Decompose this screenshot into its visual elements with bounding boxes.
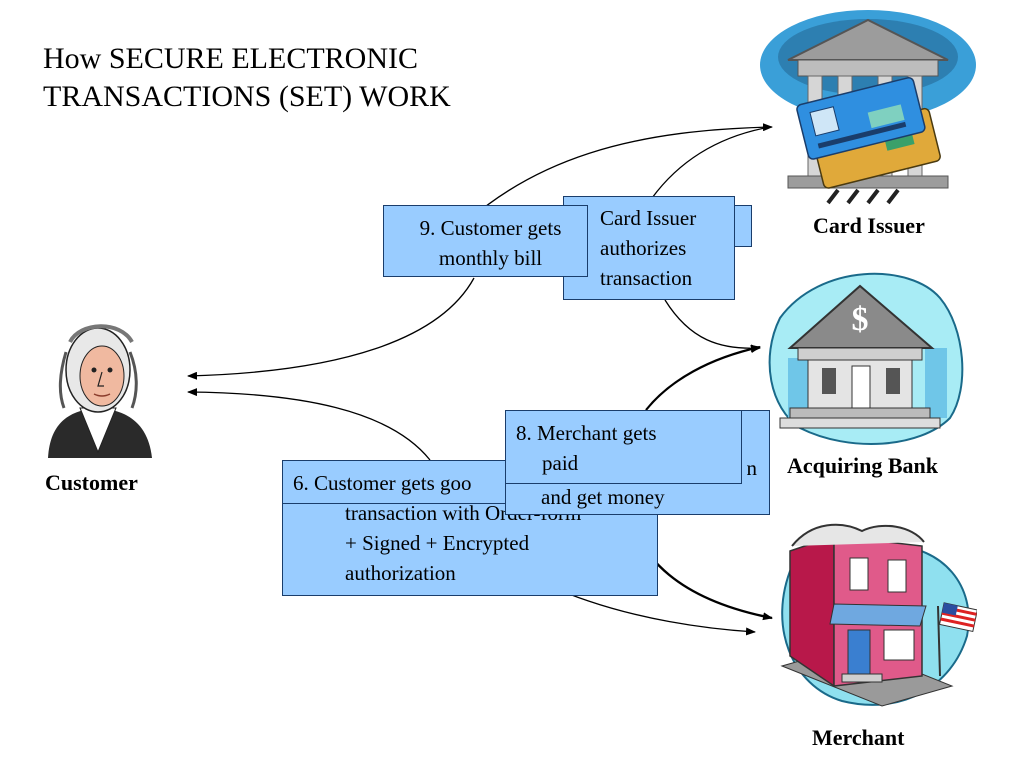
step-9-line-1: 9. Customer gets xyxy=(419,216,562,240)
arrow-merchant-to-bank xyxy=(645,345,761,411)
label-merchant: Merchant xyxy=(812,725,905,750)
step-back-fragment: n xyxy=(746,456,758,480)
step-6-box: 6. Customer gets goo transaction with Or… xyxy=(282,460,658,596)
george-washington-portrait-icon xyxy=(48,324,152,458)
storefront-with-flag-icon xyxy=(780,523,977,707)
svg-text:$: $ xyxy=(852,301,869,338)
arrow-card-issuer-to-bank xyxy=(664,299,761,353)
arrow-merchant-to-customer xyxy=(187,388,431,461)
step-6-line-4: authorization xyxy=(345,561,456,585)
label-acquiring-bank: Acquiring Bank xyxy=(787,453,938,478)
step-8-box: 8. Merchant gets paid xyxy=(505,410,742,484)
title-line-1: How SECURE ELECTRONIC xyxy=(43,42,418,75)
bank-dollar-building-icon: $ xyxy=(768,272,964,445)
label-customer: Customer xyxy=(45,470,138,495)
title-line-2: TRANSACTIONS (SET) WORK xyxy=(43,80,451,113)
step-8-line-3: and get money xyxy=(541,485,665,509)
label-card-issuer: Card Issuer xyxy=(813,213,925,238)
arrow-bank-to-card-issuer xyxy=(651,126,771,199)
step-card-issuer-line-1: Card Issuer xyxy=(600,206,697,230)
step-card-issuer-line-3: transaction xyxy=(600,266,693,290)
step-9-line-2: monthly bill xyxy=(438,246,543,270)
step-8-line-1: 8. Merchant gets xyxy=(516,421,657,445)
slide-title: How SECURE ELECTRONIC TRANSACTIONS (SET)… xyxy=(43,40,563,116)
arrow-card-issuer-to-customer xyxy=(187,277,475,380)
step-9-box: 9. Customer gets monthly bill xyxy=(383,205,588,277)
step-8-line-2: paid xyxy=(542,451,579,475)
step-6-line-3: + Signed + Encrypted xyxy=(345,531,530,555)
step-6-line-1: 6. Customer gets goo xyxy=(293,471,472,495)
step-6-divider xyxy=(282,503,658,504)
step-card-issuer-line-2: authorizes xyxy=(600,236,687,260)
step-card-issuer-box: Card Issuer authorizes transaction xyxy=(563,196,735,300)
bank-with-credit-cards-icon xyxy=(760,10,976,205)
